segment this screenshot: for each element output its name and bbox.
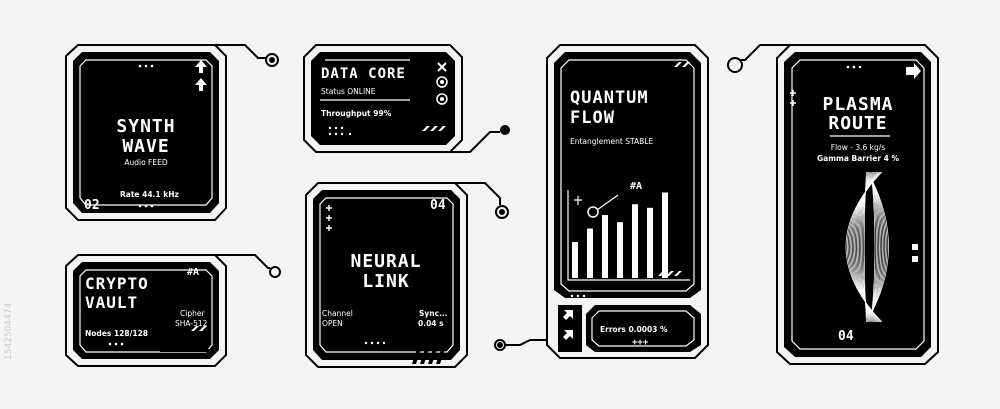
quantum-plus: +++ (632, 338, 649, 348)
crypto-stripes (160, 349, 212, 357)
neural-title-line2: LINK (362, 271, 410, 292)
quantum-bar (617, 222, 623, 278)
plasma-arc-line (871, 179, 888, 313)
quantum-bar-chart (572, 192, 668, 278)
synth-arrow-icons (195, 60, 207, 91)
plasma-arc-line (863, 171, 867, 323)
crypto-tag: #A (187, 267, 200, 278)
plasma-arrow-icon (906, 63, 921, 79)
quantum-entanglement: Entanglement STABLE (570, 137, 654, 146)
quantum-arrow-icons (563, 310, 573, 340)
quantum-title-line1: QUANTUM (570, 88, 649, 108)
synth-title-line1: SYNTH (116, 116, 176, 137)
quantum-bar (587, 228, 593, 278)
watermark-id: 1542504474 (4, 302, 14, 360)
plasma-arc-line (871, 179, 883, 313)
plasma-arc-line (871, 179, 879, 313)
neural-channel-label: Channel (322, 309, 353, 318)
crypto-cipher-label: Cipher (180, 309, 205, 318)
plasma-arc-line (871, 179, 886, 313)
neural-stripes (412, 340, 448, 364)
arrow-up-icon (195, 60, 207, 73)
neural-sync-label: Sync... (419, 309, 448, 318)
crypto-title-line2: VAULT (85, 293, 139, 312)
datacore-status: Status ONLINE (321, 87, 376, 96)
datacore-close-icon (437, 62, 447, 72)
quantum-outline (546, 44, 709, 359)
quantum-panel-bottom (586, 305, 701, 352)
plasma-arc-line (871, 179, 877, 313)
neural-channel-value: OPEN (322, 319, 343, 328)
plasma-barrier: Gamma Barrier 4 % (816, 154, 899, 163)
arrow-up-icon (195, 78, 207, 91)
plasma-arc-line (871, 179, 880, 313)
plasma-arc-line (871, 179, 876, 313)
crypto-outline (65, 254, 227, 367)
crypto-panel (73, 262, 219, 359)
quantum-title-line2: FLOW (570, 108, 615, 128)
crypto-connector (215, 254, 270, 269)
plasma-arc-line (871, 179, 889, 313)
datacore-connector (440, 131, 500, 153)
crypto-cipher-value: SHA-512 (175, 319, 208, 328)
quantum-tag: #A (630, 181, 643, 192)
plasma-ring-icon (727, 57, 743, 73)
quantum-errors: Errors 0.0003 % (600, 325, 668, 334)
neural-index: 04 (430, 198, 446, 213)
quantum-bar (572, 242, 578, 278)
neural-title-line1: NEURAL (350, 251, 422, 272)
synth-outline (65, 44, 227, 221)
quantum-bar (662, 192, 668, 278)
neural-panel (313, 190, 460, 360)
plasma-index: 04 (838, 329, 854, 344)
crypto-nodes: Nodes 128/128 (85, 329, 149, 338)
quantum-chart-axis (567, 190, 690, 281)
synth-rate: Rate 44.1 kHz (120, 190, 179, 199)
synth-index: 02 (84, 198, 100, 213)
datacore-toggle-icons (436, 76, 448, 105)
synth-title-line2: WAVE (122, 136, 170, 157)
plasma-flow: Flow - 3.6 kg/s (830, 143, 886, 152)
quantum-bar (647, 207, 653, 278)
synth-connector (215, 44, 266, 59)
plasma-arc-line (871, 179, 882, 313)
crypto-title-line1: CRYPTO (85, 274, 149, 293)
quantum-connector (505, 339, 547, 346)
plasma-outline (776, 44, 939, 365)
datacore-panel (311, 52, 455, 145)
neural-ring-icon (495, 205, 509, 219)
plasma-connector (740, 44, 790, 61)
plasma-arc-graphic (845, 171, 889, 323)
plasma-title-line1: PLASMA (822, 94, 894, 115)
synth-ring-icon (265, 53, 279, 67)
quantum-bar (632, 204, 638, 278)
neural-connector (455, 182, 501, 205)
plasma-title-line2: ROUTE (828, 113, 888, 134)
quantum-bar (602, 215, 608, 278)
synth-panel (73, 52, 219, 213)
neural-outline (305, 182, 468, 368)
datacore-title: DATA CORE (321, 66, 406, 82)
datacore-throughput: Throughput 99% (321, 109, 392, 118)
plasma-arc-line (871, 179, 885, 313)
neural-sync-value: 0.04 s (418, 319, 444, 328)
synth-subtitle: Audio FEED (124, 158, 168, 167)
